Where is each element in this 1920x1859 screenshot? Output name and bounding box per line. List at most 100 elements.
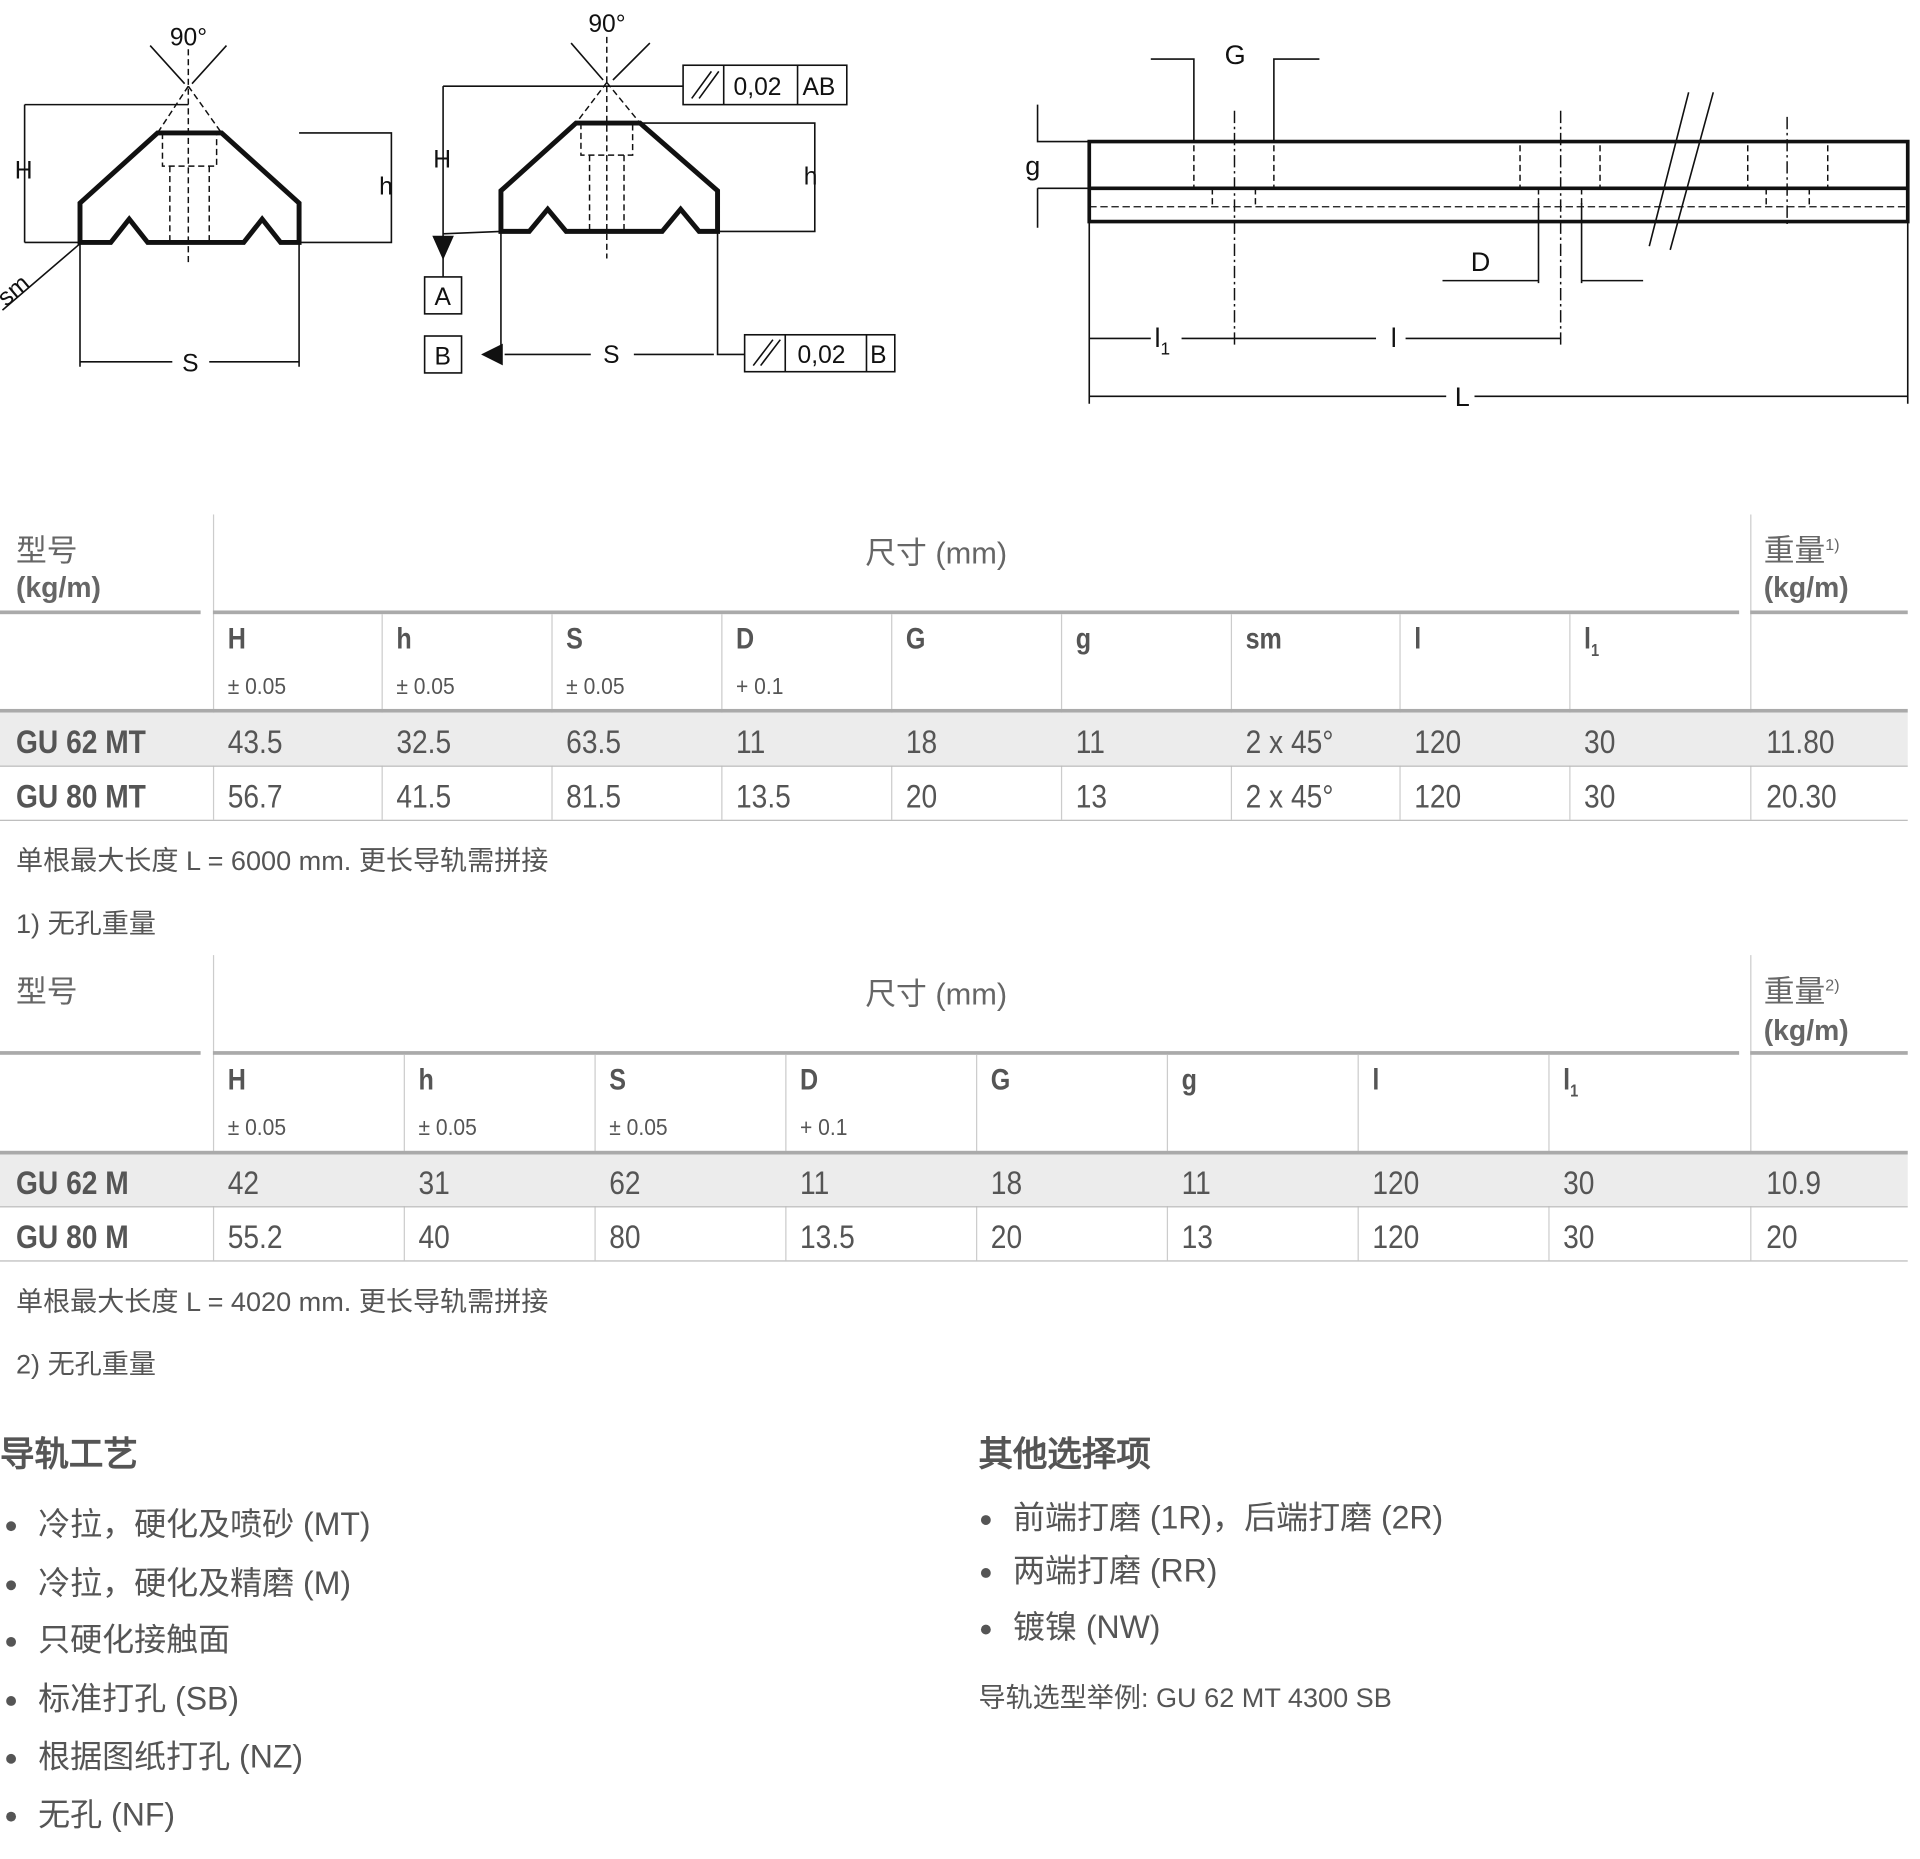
table-cell: 120 — [1372, 1164, 1420, 1202]
dims-header: 尺寸 (mm) — [865, 536, 1008, 572]
table-cell: 13.5 — [736, 777, 791, 815]
column-tolerance: ± 0.05 — [227, 674, 287, 701]
datum-b: B — [434, 343, 450, 370]
table-cell: 41.5 — [396, 777, 452, 815]
row-type: GU 80 M — [16, 1218, 129, 1256]
S-label: S — [182, 351, 198, 378]
row-type: GU 62 MT — [16, 723, 146, 761]
type-header: 型号 — [16, 534, 78, 569]
column-header: h — [396, 622, 412, 657]
tolerance-value: 0,02 — [734, 74, 782, 101]
option-item: 镀镍 (NW) — [980, 1603, 1160, 1649]
column-header: H — [227, 622, 246, 657]
column-tolerance: + 0.1 — [736, 674, 784, 701]
table-cell: 30 — [1563, 1218, 1595, 1256]
table-cell: 56.7 — [227, 777, 283, 815]
type-unit: (kg/m) — [16, 571, 101, 604]
column-header: g — [1181, 1063, 1197, 1097]
table-cell: 2 x 45° — [1245, 777, 1334, 815]
process-title: 导轨工艺 — [0, 1435, 138, 1474]
weight-header: 重量1) — [1763, 534, 1840, 569]
h-label: h — [379, 173, 393, 200]
table-cell: 11 — [736, 723, 766, 761]
column-tolerance: ± 0.05 — [418, 1115, 477, 1141]
weight-header: 重量2) — [1763, 974, 1840, 1010]
table-cell: 80 — [609, 1218, 641, 1256]
table-cell: 43.5 — [227, 723, 283, 761]
column-header: l — [1372, 1063, 1380, 1097]
footnote: 1) 无孔重量 — [16, 908, 156, 940]
column-header: H — [227, 1063, 246, 1097]
table-cell: 13 — [1075, 777, 1108, 815]
table-cell: 2 x 45° — [1245, 723, 1334, 761]
tolerance-ref: B — [870, 342, 886, 369]
table-cell: 120 — [1372, 1218, 1420, 1256]
table-cell: 13 — [1181, 1218, 1213, 1256]
tolerance-value: 0,02 — [798, 342, 846, 369]
process-item: 冷拉，硬化及精磨 (M) — [6, 1558, 351, 1604]
weight-unit: (kg/m) — [1763, 1014, 1849, 1047]
table-cell: 30 — [1584, 723, 1616, 761]
dims-header: 尺寸 (mm) — [865, 977, 1008, 1012]
sm-label: sm — [0, 270, 35, 312]
H-label: H — [433, 146, 451, 173]
profile-mt-drawing: 90° H h S sm — [0, 25, 393, 378]
column-header: D — [800, 1063, 819, 1097]
weight-unit: (kg/m) — [1763, 571, 1849, 604]
table-cell: 55.2 — [227, 1218, 283, 1256]
process-item: 无孔 (NF) — [6, 1790, 175, 1836]
footnote: 2) 无孔重量 — [16, 1348, 156, 1380]
h-label: h — [804, 164, 818, 191]
table-cell: 20 — [905, 777, 938, 815]
tolerance-ref: AB — [802, 74, 835, 101]
angle-label: 90° — [588, 11, 625, 38]
table-cell: 32.5 — [396, 723, 452, 761]
column-header: h — [418, 1063, 434, 1097]
options-title: 其他选择项 — [978, 1435, 1151, 1474]
table-cell: 120 — [1414, 723, 1462, 761]
row-weight: 10.9 — [1766, 1164, 1822, 1202]
table-cell: 11 — [1181, 1164, 1211, 1202]
option-item: 前端打磨 (1R)，后端打磨 (2R) — [980, 1493, 1443, 1539]
option-item: 两端打磨 (RR) — [980, 1546, 1217, 1592]
process-item: 标准打孔 (SB) — [6, 1674, 239, 1720]
row-type: GU 62 M — [16, 1164, 129, 1202]
process-item: 冷拉，硬化及喷砂 (MT) — [6, 1499, 371, 1545]
L-label: L — [1455, 381, 1470, 412]
D-label: D — [1471, 246, 1491, 277]
table-cell: 62 — [609, 1164, 641, 1202]
table-cell: 30 — [1563, 1164, 1595, 1202]
table-cell: 63.5 — [566, 723, 621, 761]
row-weight: 11.80 — [1766, 723, 1835, 761]
column-header: S — [609, 1063, 627, 1097]
profile-m-drawing: 90° H h S A B 0,02 AB 0,02 B — [423, 11, 896, 374]
column-header: g — [1075, 622, 1092, 657]
g-label: g — [1025, 150, 1040, 181]
table-cell: 11 — [1075, 723, 1105, 761]
table-cell: 20 — [990, 1218, 1023, 1256]
rail-drawing: G g D l1 l L — [1025, 39, 1910, 412]
column-header: G — [905, 622, 926, 657]
row-weight: 20 — [1766, 1218, 1798, 1256]
column-header: sm — [1245, 622, 1282, 657]
column-header: l — [1414, 622, 1422, 657]
table-cell: 81.5 — [566, 777, 621, 815]
datum-a: A — [434, 284, 451, 311]
table-cell: 31 — [418, 1164, 450, 1202]
column-header: D — [736, 622, 755, 657]
S-label: S — [603, 342, 619, 369]
G-label: G — [1225, 39, 1246, 70]
order-example: 导轨选型举例: GU 62 MT 4300 SB — [978, 1682, 1392, 1714]
table-cell: 40 — [418, 1218, 450, 1256]
table-cell: 30 — [1584, 777, 1616, 815]
type-header: 型号 — [16, 974, 78, 1010]
H-label: H — [15, 157, 33, 184]
table-cell: 18 — [990, 1164, 1023, 1202]
max-length-note: 单根最大长度 L = 4020 mm. 更长导轨需拼接 — [16, 1286, 549, 1317]
l-label: l — [1391, 322, 1397, 353]
column-header: G — [990, 1063, 1011, 1097]
column-header: l1 — [1563, 1063, 1579, 1101]
column-header: S — [566, 622, 583, 657]
